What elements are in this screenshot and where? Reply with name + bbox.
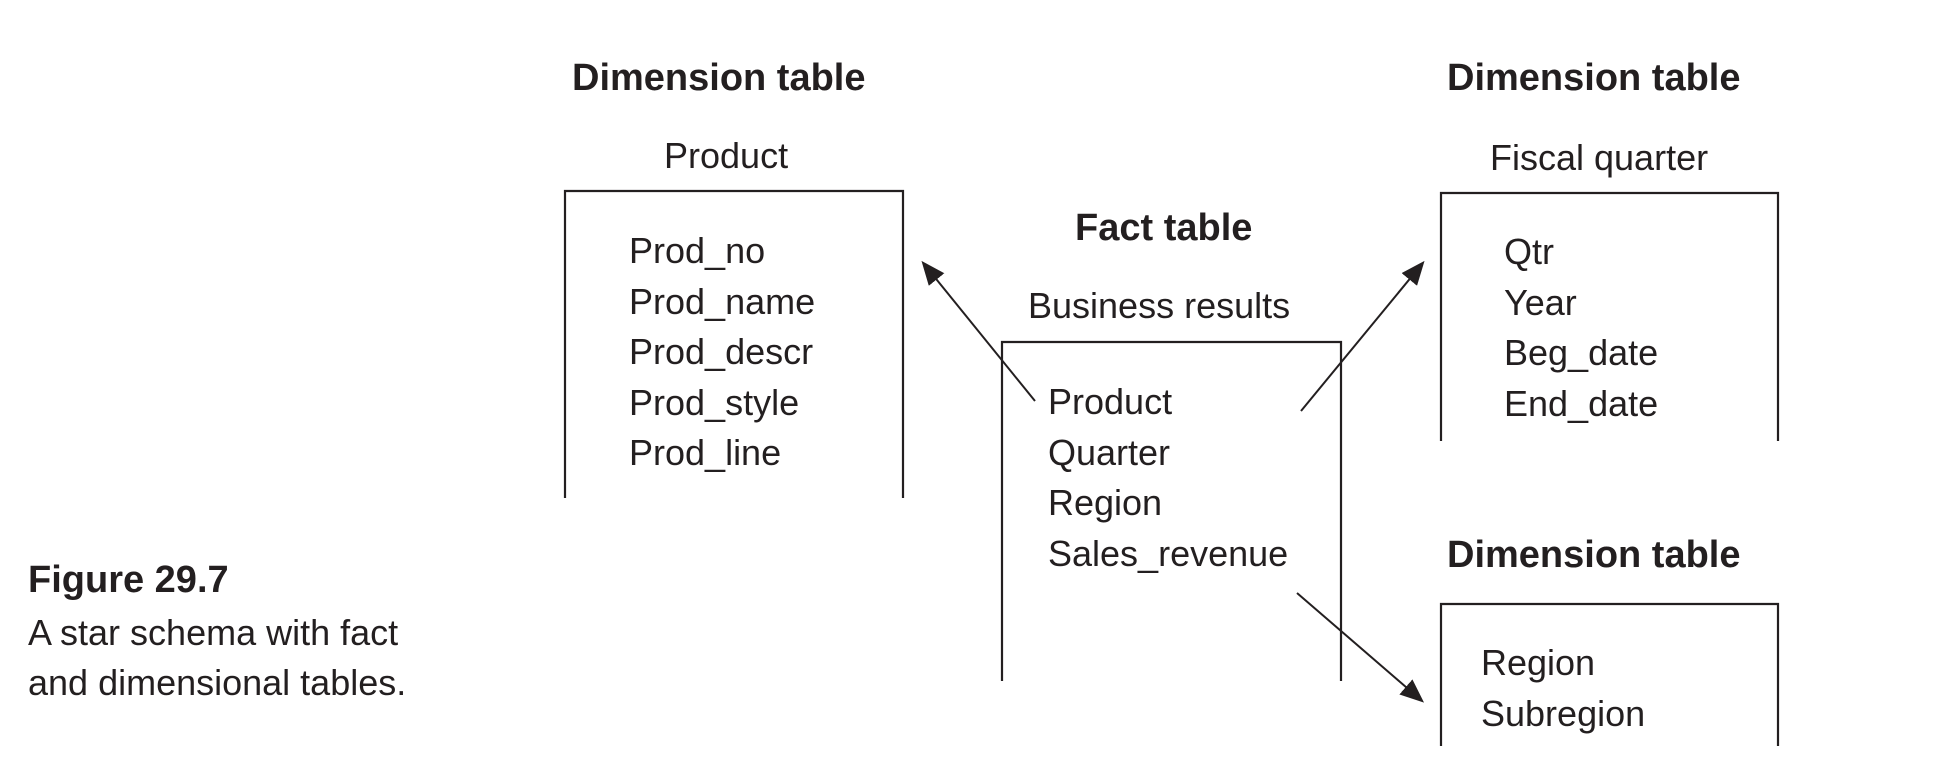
arrow-to-product-table xyxy=(921,260,1036,402)
figure-title: Figure 29.7 xyxy=(28,559,229,601)
region-field: Subregion xyxy=(1481,692,1646,734)
region-table-heading: Dimension table xyxy=(1447,534,1741,576)
product-field: Prod_style xyxy=(629,381,800,423)
arrow-to-region-table xyxy=(1296,592,1425,703)
fact-field-list: Product Quarter Region Sales_revenue xyxy=(1048,377,1288,579)
arrow-to-quarter-table xyxy=(1300,260,1425,412)
quarter-field-list: Qtr Year Beg_date End_date xyxy=(1504,227,1658,429)
fact-field: Region xyxy=(1048,482,1163,523)
product-field: Prod_no xyxy=(629,230,766,271)
region-field-list: Region Subregion xyxy=(1481,638,1645,739)
quarter-field: Qtr xyxy=(1504,231,1554,272)
product-field-list: Prod_no Prod_name Prod_descr Prod_style … xyxy=(629,226,815,479)
fact-table-heading: Fact table xyxy=(1075,207,1253,249)
region-field: Region xyxy=(1481,642,1596,683)
fact-table-name: Business results xyxy=(1028,285,1291,326)
fact-field: Sales_revenue xyxy=(1048,532,1289,574)
product-table-heading: Dimension table xyxy=(572,57,866,99)
quarter-table-heading: Dimension table xyxy=(1447,57,1741,99)
product-table-name: Product xyxy=(664,135,789,176)
fact-field: Product xyxy=(1048,381,1173,422)
quarter-field: Year xyxy=(1504,281,1577,323)
product-field: Prod_descr xyxy=(629,331,814,372)
product-field: Prod_name xyxy=(629,280,816,322)
quarter-table-name: Fiscal quarter xyxy=(1490,137,1709,178)
fact-field: Quarter xyxy=(1048,431,1171,473)
figure-caption: A star schema with fact and dimensional … xyxy=(28,612,407,703)
quarter-field: End_date xyxy=(1504,382,1659,424)
quarter-field: Beg_date xyxy=(1504,332,1659,373)
product-field: Prod_line xyxy=(629,432,782,473)
